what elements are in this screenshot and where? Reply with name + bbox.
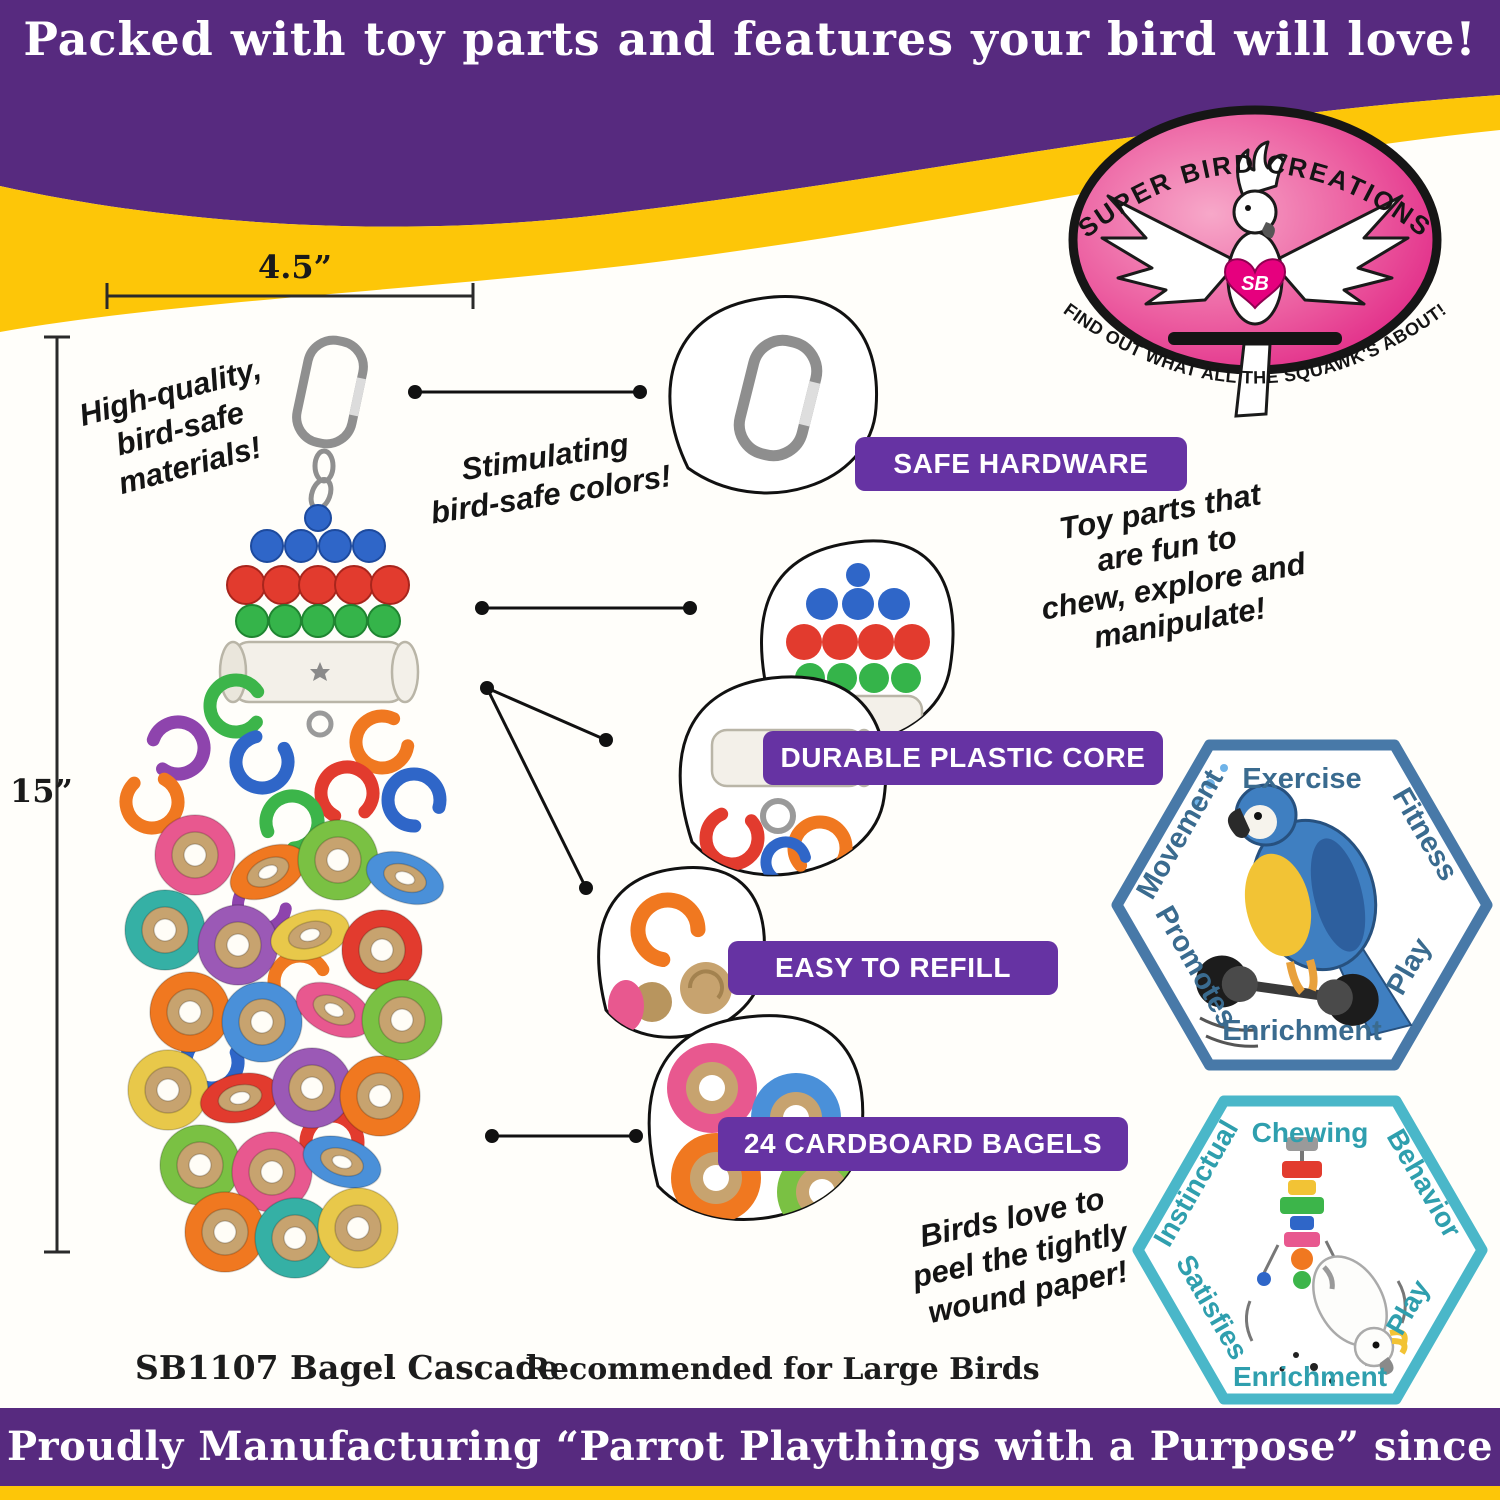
logo-monogram: SB bbox=[1241, 273, 1269, 295]
brand-logo: SUPER BIRD CREATIONS FIND OUT WHAT ALL T… bbox=[1060, 105, 1450, 418]
badge-cardboard-bagels: 24 CARDBOARD BAGELS bbox=[718, 1117, 1128, 1171]
hexagon-promotes: Exercise Enrichment Fitness Play Movemen… bbox=[1111, 739, 1493, 1071]
footer-recommendation: Recommended for Large Birds bbox=[525, 1352, 1040, 1387]
bead-rows bbox=[226, 504, 410, 638]
hex2-label-top: Chewing bbox=[1252, 1117, 1369, 1148]
cockatoo-chewing-illustration bbox=[1245, 1137, 1408, 1384]
bottom-banner: Proudly Manufacturing “Parrot Playthings… bbox=[0, 1408, 1500, 1486]
hexagon-satisfies: Chewing Enrichment Behavior Play Instinc… bbox=[1132, 1095, 1488, 1405]
footer-sku: SB1107 Bagel Cascade bbox=[135, 1348, 560, 1387]
hex1-label-top: Exercise bbox=[1242, 763, 1361, 795]
hex2-label-bottom: Enrichment bbox=[1233, 1361, 1387, 1392]
dimension-height-label: 15” bbox=[10, 772, 73, 810]
carabiner-clip bbox=[292, 335, 368, 449]
logo-heart bbox=[1223, 258, 1287, 310]
badge-durable-plastic-core: DURABLE PLASTIC CORE bbox=[763, 731, 1163, 785]
dimension-width-label: 4.5” bbox=[258, 248, 333, 286]
top-banner-text: Packed with toy parts and features your … bbox=[23, 12, 1477, 66]
callout-connectors bbox=[408, 385, 697, 1143]
hex1-label-bottom: Enrichment bbox=[1222, 1015, 1382, 1047]
plastic-core bbox=[218, 640, 420, 738]
cardboard-bagels bbox=[124, 814, 445, 1279]
badge-easy-to-refill: EASY TO REFILL bbox=[728, 941, 1058, 995]
parrot-exercise-illustration bbox=[1194, 764, 1413, 1048]
callout-safe-hardware bbox=[668, 295, 879, 495]
bottom-gold-stripe bbox=[0, 1486, 1500, 1500]
dimension-lines bbox=[44, 283, 475, 1254]
logo-cockatoo bbox=[1100, 140, 1410, 418]
badge-safe-hardware: SAFE HARDWARE bbox=[855, 437, 1187, 491]
product-photo bbox=[119, 335, 447, 1279]
bottom-banner-text: Proudly Manufacturing “Parrot Playthings… bbox=[6, 1423, 1494, 1470]
callout-refill bbox=[597, 866, 766, 1039]
